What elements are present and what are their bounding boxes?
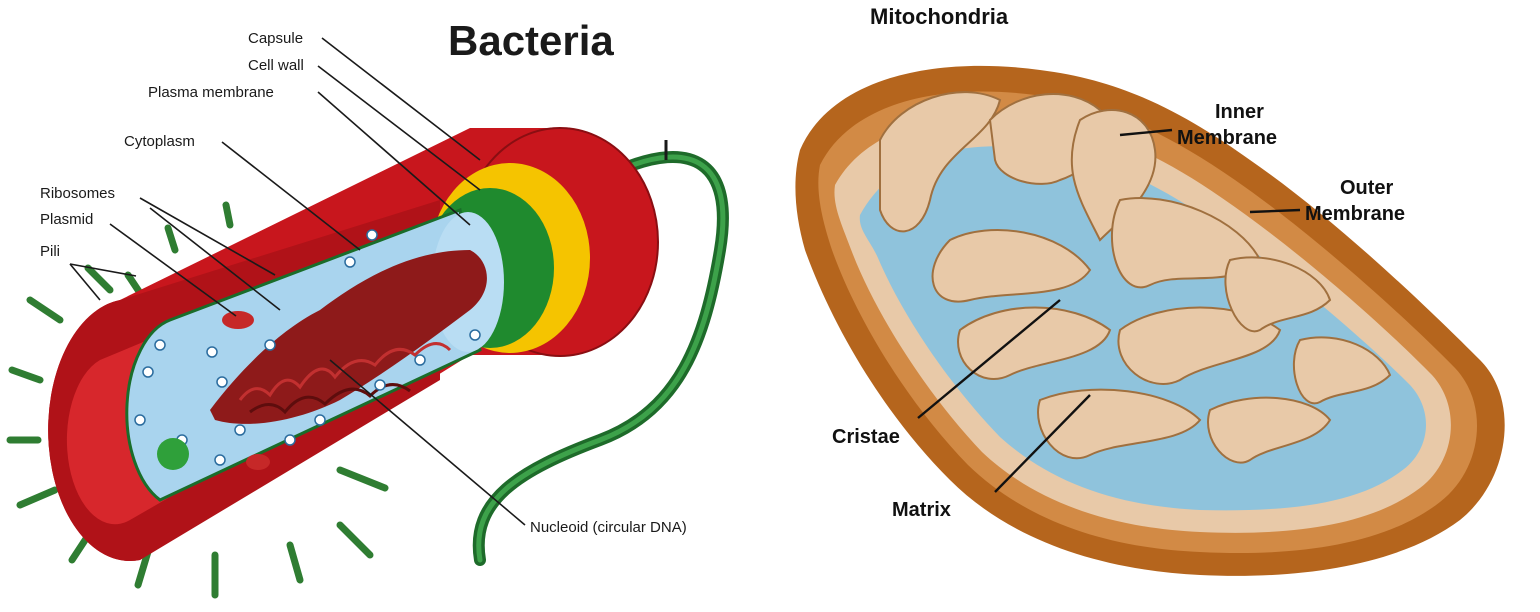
plasmid (222, 311, 254, 329)
label-nucleoid: Nucleoid (circular DNA) (530, 519, 687, 536)
label-plasmid: Plasmid (40, 211, 93, 228)
label-outer-membrane-2: Membrane (1305, 203, 1405, 225)
label-pili: Pili (40, 243, 60, 260)
label-capsule: Capsule (248, 30, 303, 47)
cristae-folds (879, 91, 1392, 464)
label-matrix: Matrix (892, 499, 951, 521)
bacteria-title: Bacteria (448, 17, 614, 64)
label-outer-membrane-1: Outer (1340, 177, 1394, 199)
mitochondria-diagram: Mitochondria Inner Membrane Outer Membra… (795, 4, 1505, 576)
mitochondria-title: Mitochondria (870, 4, 1009, 29)
bacteria-diagram: Bacteria Capsule Cell wall Plasma membra… (6, 17, 729, 599)
label-ribosomes: Ribosomes (40, 185, 115, 202)
label-cristae: Cristae (832, 426, 900, 448)
label-cytoplasm: Cytoplasm (124, 133, 195, 150)
label-cell-wall: Cell wall (248, 57, 304, 74)
label-inner-membrane-1: Inner (1215, 101, 1264, 123)
nucleoid (210, 250, 487, 424)
label-plasma-membrane: Plasma membrane (148, 84, 274, 101)
label-inner-membrane-2: Membrane (1177, 127, 1277, 149)
